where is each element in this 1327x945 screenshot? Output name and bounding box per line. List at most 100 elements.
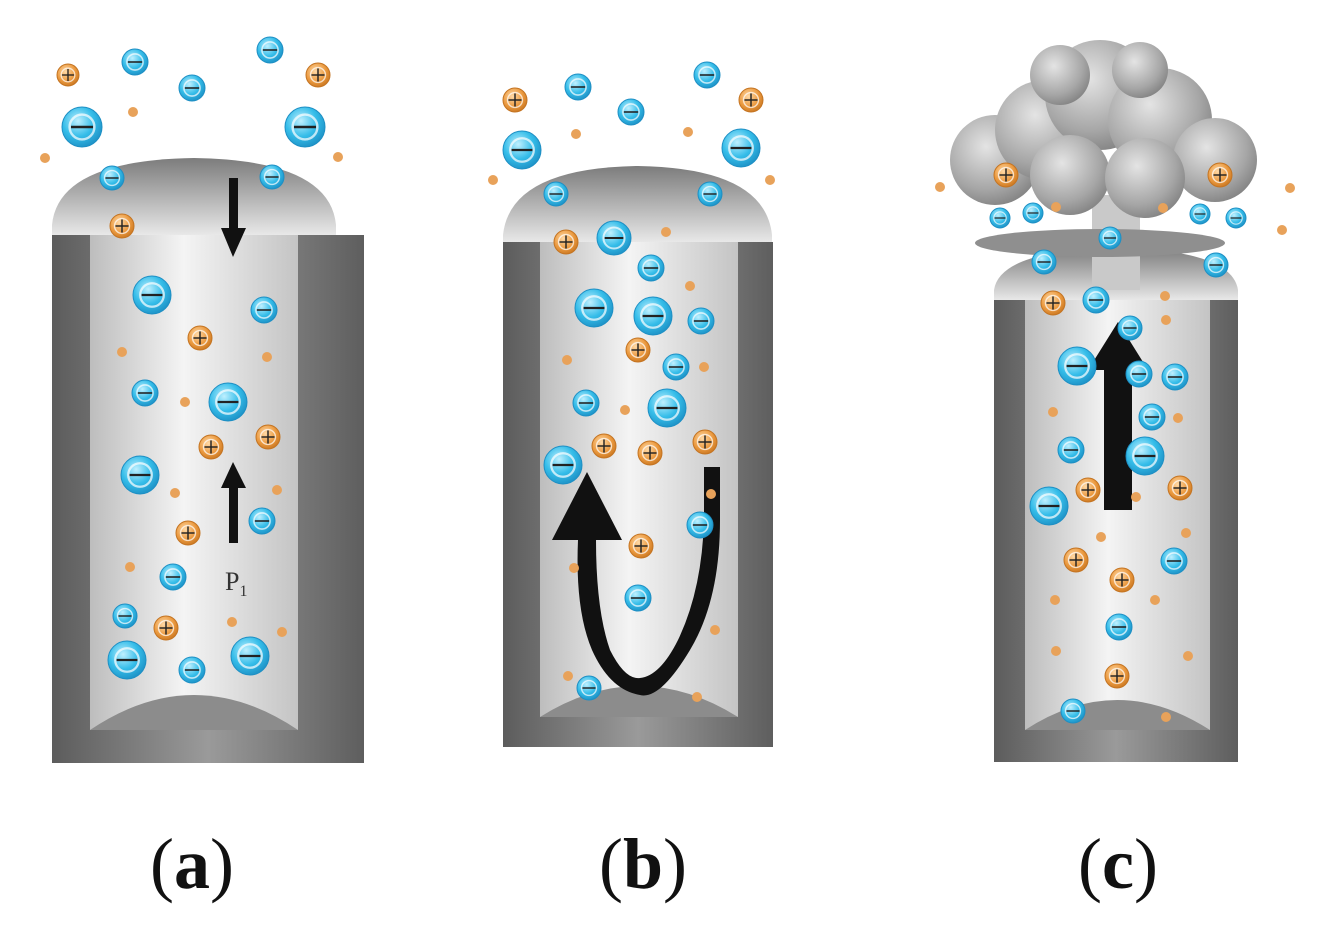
small-ion-dot bbox=[685, 281, 695, 291]
plus-particle-icon bbox=[1075, 477, 1101, 503]
small-ion-dot bbox=[1048, 407, 1058, 417]
small-ion-dot bbox=[227, 617, 237, 627]
plus-particle-icon bbox=[553, 229, 579, 255]
plus-particle-icon bbox=[187, 325, 213, 351]
minus-particle-icon bbox=[574, 288, 614, 328]
small-ion-dot bbox=[128, 107, 138, 117]
minus-particle-icon bbox=[230, 636, 270, 676]
minus-particle-icon bbox=[178, 656, 206, 684]
small-ion-dot bbox=[262, 352, 272, 362]
plus-particle-icon bbox=[56, 63, 80, 87]
minus-particle-icon bbox=[1098, 226, 1122, 250]
minus-particle-icon bbox=[1082, 286, 1110, 314]
small-ion-dot bbox=[1181, 528, 1191, 538]
small-ion-dot bbox=[765, 175, 775, 185]
small-ion-dot bbox=[1051, 202, 1061, 212]
plus-particle-icon bbox=[637, 440, 663, 466]
minus-particle-icon bbox=[99, 165, 125, 191]
minus-particle-icon bbox=[256, 36, 284, 64]
small-ion-dot bbox=[683, 127, 693, 137]
panel-b-u-arrow bbox=[552, 467, 720, 696]
small-ion-dot bbox=[571, 129, 581, 139]
minus-particle-icon bbox=[686, 511, 714, 539]
plus-particle-icon bbox=[1109, 567, 1135, 593]
minus-particle-icon bbox=[1189, 203, 1211, 225]
small-ion-dot bbox=[1150, 595, 1160, 605]
minus-particle-icon bbox=[121, 48, 149, 76]
plus-particle-icon bbox=[502, 87, 528, 113]
plus-particle-icon bbox=[198, 434, 224, 460]
small-ion-dot bbox=[1161, 712, 1171, 722]
small-ion-dot bbox=[125, 562, 135, 572]
minus-particle-icon bbox=[572, 389, 600, 417]
minus-particle-icon bbox=[1022, 202, 1044, 224]
minus-particle-icon bbox=[617, 98, 645, 126]
minus-particle-icon bbox=[721, 128, 761, 168]
small-ion-dot bbox=[661, 227, 671, 237]
small-ion-dot bbox=[935, 182, 945, 192]
panel-a-arrows bbox=[221, 178, 246, 543]
panel-label-b: (b) bbox=[598, 824, 687, 904]
plus-particle-icon bbox=[153, 615, 179, 641]
minus-particle-icon bbox=[576, 675, 602, 701]
small-ion-dot bbox=[40, 153, 50, 163]
plus-particle-icon bbox=[305, 62, 331, 88]
small-ion-dot bbox=[563, 671, 573, 681]
minus-particle-icon bbox=[624, 584, 652, 612]
small-ion-dot bbox=[1050, 595, 1060, 605]
minus-particle-icon bbox=[131, 379, 159, 407]
minus-particle-icon bbox=[564, 73, 592, 101]
plus-particle-icon bbox=[993, 162, 1019, 188]
minus-particle-icon bbox=[1225, 207, 1247, 229]
minus-particle-icon bbox=[112, 603, 138, 629]
plus-particle-icon bbox=[109, 213, 135, 239]
plus-particle-icon bbox=[1063, 547, 1089, 573]
minus-particle-icon bbox=[178, 74, 206, 102]
small-ion-dot bbox=[180, 397, 190, 407]
minus-particle-icon bbox=[1117, 315, 1143, 341]
minus-particle-icon bbox=[1057, 436, 1085, 464]
plus-particle-icon bbox=[628, 533, 654, 559]
plus-particle-icon bbox=[1167, 475, 1193, 501]
minus-particle-icon bbox=[1125, 436, 1165, 476]
panel-label-c: (c) bbox=[1078, 824, 1158, 904]
plus-particle-icon bbox=[1040, 290, 1066, 316]
minus-particle-icon bbox=[502, 130, 542, 170]
minus-particle-icon bbox=[1031, 249, 1057, 275]
pressure-annotation-p1: P1 bbox=[225, 567, 247, 600]
small-ion-dot bbox=[170, 488, 180, 498]
minus-particle-icon bbox=[1105, 613, 1133, 641]
minus-particle-icon bbox=[1029, 486, 1069, 526]
small-ion-dot bbox=[1277, 225, 1287, 235]
minus-particle-icon bbox=[543, 445, 583, 485]
minus-particle-icon bbox=[248, 507, 276, 535]
panel-a-cylinder bbox=[52, 158, 364, 763]
small-ion-dot bbox=[569, 563, 579, 573]
minus-particle-icon bbox=[1203, 252, 1229, 278]
minus-particle-icon bbox=[633, 296, 673, 336]
small-ion-dot bbox=[277, 627, 287, 637]
plus-particle-icon bbox=[738, 87, 764, 113]
minus-particle-icon bbox=[107, 640, 147, 680]
small-ion-dot bbox=[692, 692, 702, 702]
minus-particle-icon bbox=[989, 207, 1011, 229]
small-ion-dot bbox=[117, 347, 127, 357]
minus-particle-icon bbox=[284, 106, 326, 148]
plus-particle-icon bbox=[692, 429, 718, 455]
small-ion-dot bbox=[710, 625, 720, 635]
small-ion-dot bbox=[1131, 492, 1141, 502]
small-ion-dot bbox=[488, 175, 498, 185]
small-ion-dot bbox=[562, 355, 572, 365]
minus-particle-icon bbox=[159, 563, 187, 591]
minus-particle-icon bbox=[1161, 363, 1189, 391]
plus-particle-icon bbox=[175, 520, 201, 546]
minus-particle-icon bbox=[259, 164, 285, 190]
plus-particle-icon bbox=[1104, 663, 1130, 689]
small-ion-dot bbox=[1160, 291, 1170, 301]
minus-particle-icon bbox=[1060, 698, 1086, 724]
minus-particle-icon bbox=[61, 106, 103, 148]
minus-particle-icon bbox=[697, 181, 723, 207]
small-ion-dot bbox=[1183, 651, 1193, 661]
minus-particle-icon bbox=[1138, 403, 1166, 431]
small-ion-dot bbox=[1161, 315, 1171, 325]
